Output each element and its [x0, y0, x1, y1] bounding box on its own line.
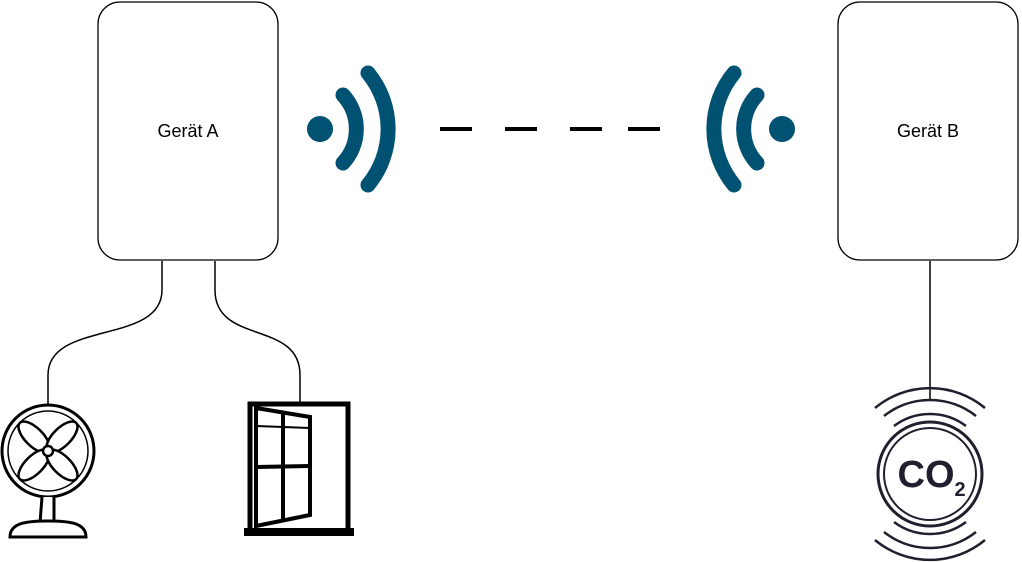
- signal-a-arc-inner: [335, 87, 364, 171]
- wireless-signal-icon: [706, 65, 795, 193]
- device-a-box: [97, 1, 279, 261]
- device-a-label: Gerät A: [157, 121, 218, 141]
- co2-sensor-icon: CO 2: [874, 386, 986, 562]
- signal-b-dot: [769, 116, 795, 142]
- signal-b-arc-outer: [706, 65, 742, 193]
- wire-device-a-to-window: [214, 261, 301, 404]
- device-b-label: Gerät B: [897, 121, 959, 141]
- co2-label-sub: 2: [954, 479, 965, 501]
- signal-b-arc-inner: [736, 87, 765, 171]
- window-icon: [244, 401, 354, 536]
- device-b: Gerät B: [837, 1, 1019, 261]
- signal-a-arc-outer: [360, 65, 396, 193]
- wire-device-a-to-fan: [47, 261, 163, 404]
- co2-label-main: CO: [898, 454, 955, 496]
- fan-icon: [0, 403, 96, 539]
- wireless-signal-icon: [307, 65, 396, 193]
- device-b-box: [837, 1, 1019, 261]
- device-a: Gerät A: [97, 1, 279, 261]
- signal-a-dot: [307, 116, 333, 142]
